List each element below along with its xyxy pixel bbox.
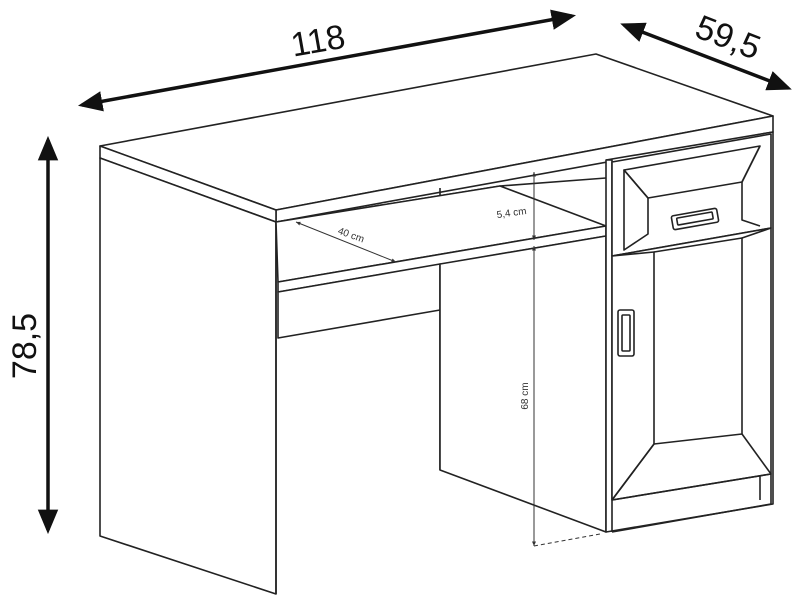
legroom-floor-line [533,533,601,547]
dimension-arrows [37,9,792,535]
legroom-height-label: 68 cm [520,382,531,409]
door-front [611,227,772,501]
desk-outline [99,53,774,595]
depth-label: 59,5 [690,8,765,67]
depth-arrow [620,22,792,91]
door-handle [617,309,635,357]
height-label: 78,5 [6,313,44,379]
cabinet-plinth [611,473,772,533]
drawer-handle [670,207,720,231]
shelf-gap-label: 5,4 cm [496,206,527,221]
inner-dimension-lines [295,172,601,547]
shelf-depth-arrow [295,221,397,263]
width-arrow [77,9,577,112]
left-side-panel [99,157,277,595]
door-bevel-inner [653,237,743,445]
width-label: 118 [288,18,348,65]
